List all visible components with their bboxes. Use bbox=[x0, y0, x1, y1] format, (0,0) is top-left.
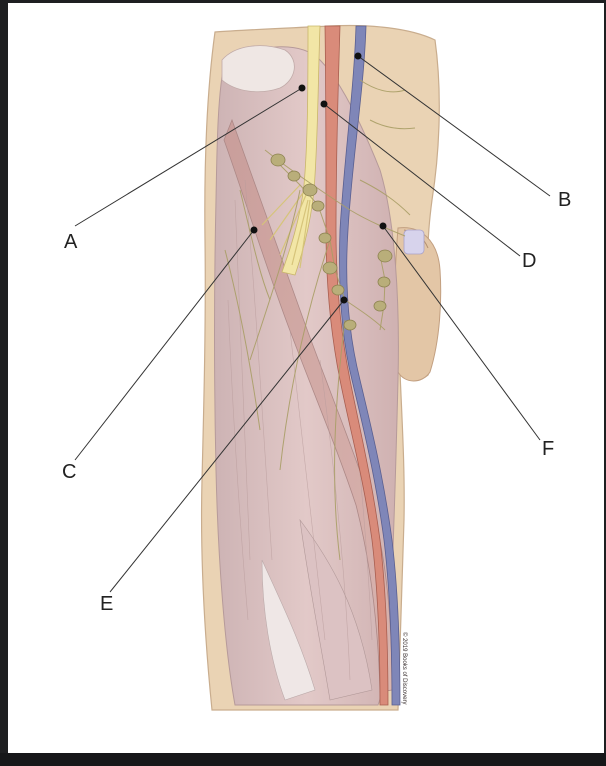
label-e: E bbox=[100, 593, 113, 615]
pointer-dot-c bbox=[250, 226, 258, 234]
femoral-nerve bbox=[261, 25, 321, 276]
label-a: A bbox=[64, 231, 78, 253]
leader-line-e bbox=[109, 299, 345, 593]
copyright-notice: © 2019 Books of Discovery bbox=[401, 632, 408, 704]
pointer-dots bbox=[250, 52, 387, 304]
leader-lines bbox=[74, 55, 551, 593]
pointer-dot-f bbox=[379, 222, 387, 230]
leader-line-d bbox=[323, 103, 521, 257]
leader-line-b bbox=[357, 55, 551, 197]
pointer-dot-e bbox=[340, 296, 348, 304]
pointer-dot-a bbox=[298, 84, 306, 92]
pointer-dot-d bbox=[320, 100, 328, 108]
label-f: F bbox=[542, 438, 554, 460]
femoral-vein bbox=[339, 25, 401, 706]
lymph-nodes bbox=[270, 153, 393, 331]
pointer-dot-b bbox=[354, 52, 362, 60]
leader-line-f bbox=[382, 225, 541, 441]
label-c: C bbox=[62, 461, 76, 483]
bottom-bar bbox=[0, 753, 606, 766]
label-b: B bbox=[558, 189, 571, 211]
lymph-vessels bbox=[224, 79, 416, 561]
leader-line-c bbox=[74, 229, 255, 461]
leader-line-a bbox=[74, 87, 303, 227]
label-d: D bbox=[522, 250, 536, 272]
